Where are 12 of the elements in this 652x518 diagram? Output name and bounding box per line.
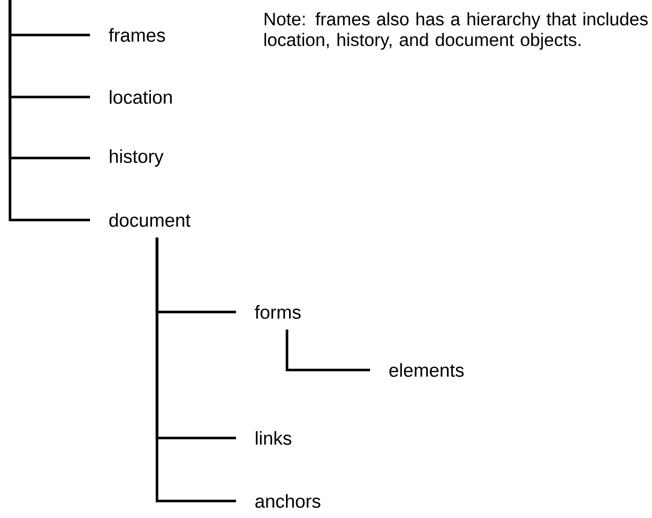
node-label: frames (108, 28, 165, 42)
tree-connector (156, 237, 236, 502)
node-label: links (256, 431, 292, 445)
node-label: location (110, 90, 172, 104)
note-text: Note: frames also has a hierarchy that includes location, history, and document objects. (264, 12, 648, 50)
tree-connector (8, 0, 90, 222)
tree-connector (286, 329, 370, 372)
node-label: history (110, 149, 164, 167)
node-label: anchors (255, 494, 320, 508)
node-label: elements (389, 363, 464, 377)
node-label: forms (254, 305, 301, 319)
node-label: document (109, 213, 190, 227)
